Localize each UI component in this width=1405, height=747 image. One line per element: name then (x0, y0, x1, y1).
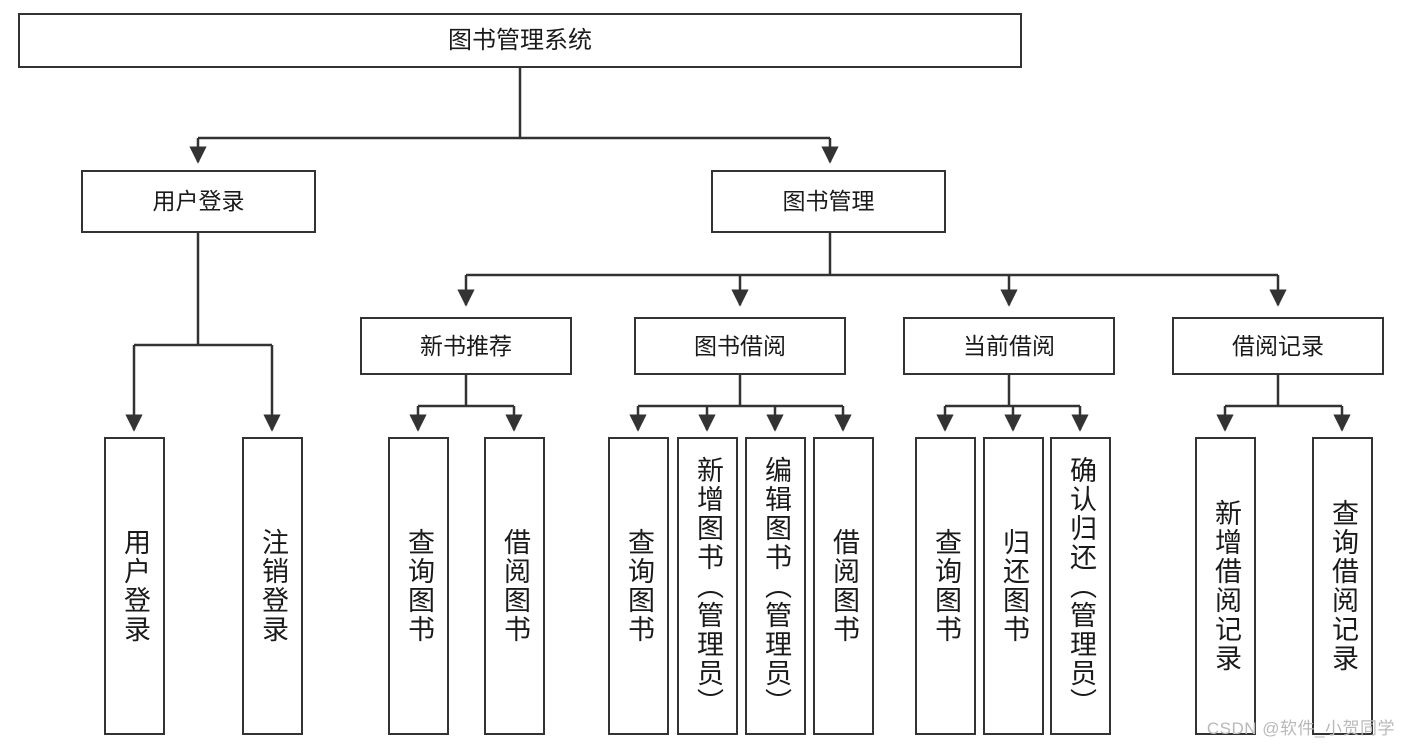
node-borrow-record-label: 借阅记录 (1232, 332, 1324, 359)
node-borrow-record[interactable]: 借阅记录 (1172, 317, 1384, 375)
node-leaf-add-book-label: 新增图书（管理员） (693, 455, 723, 717)
node-leaf-add-record-label: 新增借阅记录 (1211, 499, 1241, 673)
node-leaf-add-book[interactable]: 新增图书（管理员） (677, 437, 738, 735)
node-current-borrow[interactable]: 当前借阅 (903, 317, 1115, 375)
node-book-manage[interactable]: 图书管理 (711, 170, 946, 233)
node-book-borrow[interactable]: 图书借阅 (634, 317, 846, 375)
node-root-label: 图书管理系统 (448, 26, 592, 54)
node-leaf-user-login[interactable]: 用户登录 (104, 437, 165, 735)
node-leaf-logout-label: 注销登录 (258, 528, 288, 644)
node-leaf-confirm-return[interactable]: 确认归还（管理员） (1050, 437, 1111, 735)
node-leaf-query-record[interactable]: 查询借阅记录 (1312, 437, 1373, 735)
node-leaf-query-book-3[interactable]: 查询图书 (915, 437, 976, 735)
node-leaf-query-record-label: 查询借阅记录 (1328, 499, 1358, 673)
node-leaf-query-book-1-label: 查询图书 (404, 528, 434, 644)
node-leaf-borrow-book-2[interactable]: 借阅图书 (813, 437, 874, 735)
node-leaf-query-book-3-label: 查询图书 (931, 528, 961, 644)
node-user-login-label: 用户登录 (152, 188, 245, 215)
node-leaf-confirm-return-label: 确认归还（管理员） (1066, 455, 1096, 717)
node-leaf-borrow-book-2-label: 借阅图书 (829, 528, 859, 644)
node-new-book-recommend-label: 新书推荐 (420, 332, 512, 359)
node-leaf-user-login-label: 用户登录 (120, 528, 150, 644)
node-new-book-recommend[interactable]: 新书推荐 (360, 317, 572, 375)
node-leaf-return-book-label: 归还图书 (999, 528, 1029, 644)
node-book-manage-label: 图书管理 (782, 188, 875, 215)
node-leaf-query-book-2-label: 查询图书 (624, 528, 654, 644)
node-leaf-query-book-2[interactable]: 查询图书 (608, 437, 669, 735)
node-book-borrow-label: 图书借阅 (694, 332, 786, 359)
node-leaf-query-book-1[interactable]: 查询图书 (388, 437, 449, 735)
node-leaf-return-book[interactable]: 归还图书 (983, 437, 1044, 735)
node-user-login[interactable]: 用户登录 (81, 170, 316, 233)
node-leaf-add-record[interactable]: 新增借阅记录 (1195, 437, 1256, 735)
node-leaf-borrow-book-1-label: 借阅图书 (500, 528, 530, 644)
node-leaf-borrow-book-1[interactable]: 借阅图书 (484, 437, 545, 735)
node-leaf-logout[interactable]: 注销登录 (242, 437, 303, 735)
node-leaf-edit-book-label: 编辑图书（管理员） (761, 455, 791, 717)
node-current-borrow-label: 当前借阅 (963, 332, 1055, 359)
node-root[interactable]: 图书管理系统 (18, 13, 1022, 68)
node-leaf-edit-book[interactable]: 编辑图书（管理员） (745, 437, 806, 735)
